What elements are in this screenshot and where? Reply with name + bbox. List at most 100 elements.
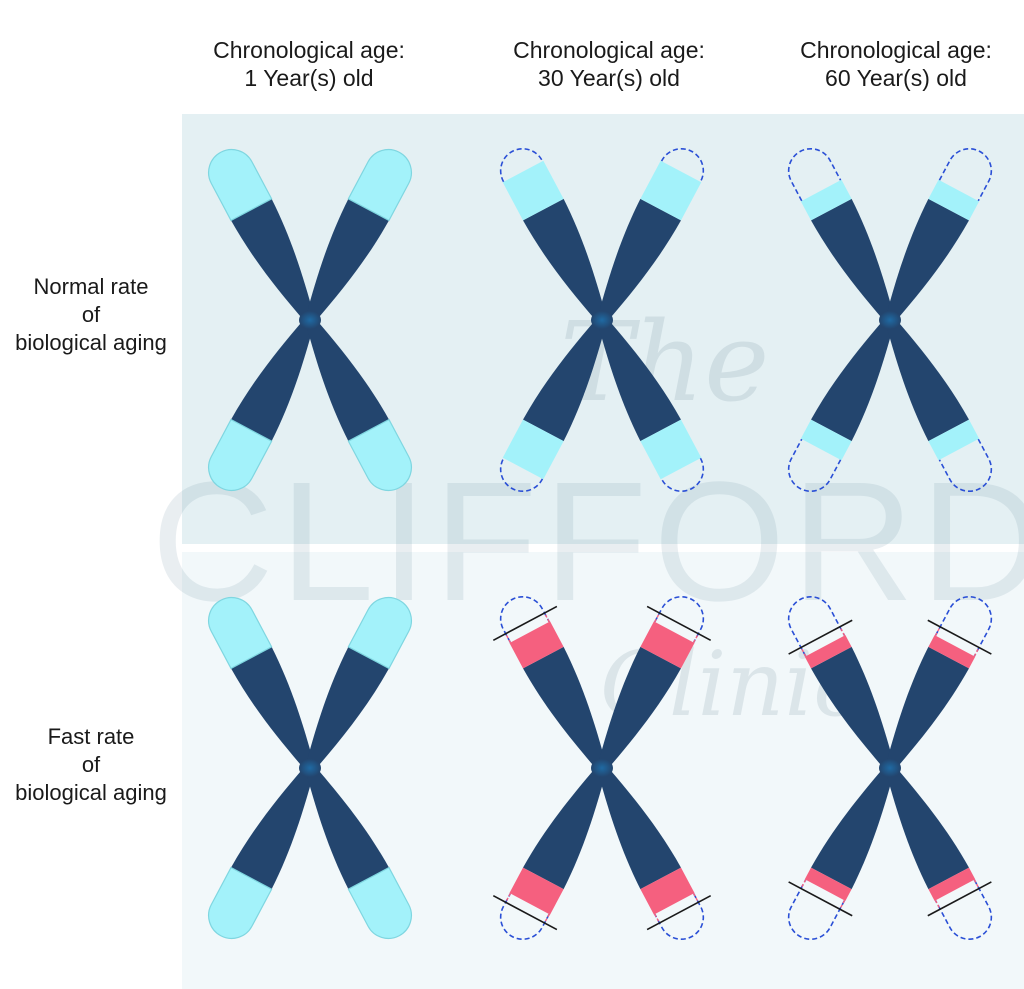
chromosome-normal-1-arm-2 bbox=[306, 149, 412, 320]
chromosome-fast-3-arm-4-body bbox=[886, 768, 969, 890]
chromosome-normal-2-centromere bbox=[591, 311, 613, 329]
chromosome-normal-1-arm-4 bbox=[306, 320, 412, 491]
chromosome-fast-2-arm-4 bbox=[598, 768, 712, 941]
watermark: The CLIFFORD Clinic bbox=[151, 298, 1024, 737]
chromosome-normal-3-arm-3 bbox=[787, 320, 894, 493]
row-label-fast: Fast rate of biological aging bbox=[0, 723, 182, 807]
chromosome-normal-3-arm-2 bbox=[886, 147, 993, 320]
column-header-3-line2: 60 Year(s) old bbox=[825, 65, 967, 91]
chromosome-normal-3-arm-2-telomere bbox=[928, 179, 980, 221]
chromosome-normal-1-centromere bbox=[299, 311, 321, 329]
chromosome-fast-2-arm-4-body bbox=[598, 768, 681, 890]
chromosome-fast-1-arm-1-telomere bbox=[208, 597, 273, 670]
column-header-1-line2: 1 Year(s) old bbox=[244, 65, 374, 91]
chromosome-fast-3-arm-1-cut-edge-bottom bbox=[839, 626, 846, 636]
chromosome-fast-2-arm-2-cut-edge-top bbox=[654, 612, 661, 623]
chromosome-fast-3-arm-4-cut-line bbox=[927, 881, 992, 917]
chromosome-normal-3-arm-1-lost-telomere-outline bbox=[787, 147, 842, 202]
chromosome-fast-2-arm-3-cut-edge-bottom bbox=[505, 893, 511, 903]
chromosome-normal-2-arm-1-body bbox=[523, 198, 606, 320]
row-label-fast-line2: of bbox=[81, 752, 101, 777]
chromosome-normal-1-arm-1 bbox=[208, 149, 314, 320]
chromosome-fast-1-arm-3-body bbox=[231, 768, 314, 890]
chromosome-fast-3-arm-4-lost-telomere-outline bbox=[934, 879, 993, 941]
chromosome-fast-3-arm-2-lost-telomere-outline bbox=[934, 595, 993, 657]
chromosome-normal-3-arm-3-telomere bbox=[800, 419, 852, 461]
row-label-normal-line2: of bbox=[81, 302, 101, 327]
chromosome-fast-3-arm-1 bbox=[787, 595, 894, 768]
chromosome-normal-3-arm-3-body bbox=[811, 320, 894, 442]
chromosome-fast-3-arm-4-telomere bbox=[928, 867, 976, 901]
chromosome-fast-3-arm-2-telomere bbox=[928, 635, 976, 669]
chromosome-fast-2-arm-3-telomere bbox=[509, 867, 564, 915]
chromosome-fast-3-arm-1-cut-line bbox=[788, 619, 853, 655]
chromosome-normal-3 bbox=[787, 147, 993, 493]
chromosome-normal-1-arm-1-body bbox=[231, 198, 314, 320]
chromosome-fast-1-arm-1 bbox=[208, 597, 314, 768]
chromosome-fast-3-arm-2-cut-edge-bottom bbox=[973, 647, 980, 657]
chromosome-normal-1-arm-2-body bbox=[306, 198, 389, 320]
chromosome-layer bbox=[208, 147, 993, 941]
chromosome-normal-3-arm-1 bbox=[787, 147, 894, 320]
chromosome-fast-2 bbox=[492, 595, 712, 941]
chromosome-fast-2-arm-2-cut-line bbox=[646, 605, 712, 641]
chromosome-fast-2-arm-4-cut-edge-top bbox=[693, 893, 699, 903]
chromosome-fast-2-arm-2-cut-edge-bottom bbox=[693, 633, 699, 643]
chromosome-normal-2-arm-4-body bbox=[598, 320, 681, 442]
chromosome-fast-3-arm-3-cut-line bbox=[788, 881, 853, 917]
chromosome-fast-3-arm-2-body bbox=[886, 646, 969, 768]
chromosome-fast-1-arm-3 bbox=[208, 768, 314, 939]
chromosome-fast-2-centromere bbox=[591, 759, 613, 777]
chromosome-normal-1-arm-3 bbox=[208, 320, 314, 491]
chromosome-fast-2-arm-2-body bbox=[598, 646, 681, 768]
chromosome-fast-1-arm-4 bbox=[306, 768, 412, 939]
chromosome-fast-2-arm-2-lost-telomere-outline bbox=[654, 595, 705, 643]
chromosome-fast-2-arm-1-lost-telomere-outline bbox=[499, 595, 550, 643]
chromosome-fast-2-arm-3 bbox=[492, 768, 606, 941]
chromosome-fast-3-arm-3-cut-edge-bottom bbox=[800, 879, 807, 889]
column-header-1-line1: Chronological age: bbox=[213, 37, 405, 63]
chromosome-normal-2-arm-3-telomere bbox=[502, 419, 564, 480]
chromosome-normal-2-arm-2-body bbox=[598, 198, 681, 320]
chromosome-fast-2-arm-4-telomere bbox=[640, 867, 695, 915]
row-label-fast-line3: biological aging bbox=[15, 780, 167, 805]
chromosome-fast-2-arm-1-cut-edge-top bbox=[505, 633, 511, 643]
chromosome-normal-2-arm-2-lost-telomere-outline bbox=[660, 147, 705, 183]
chromosome-normal-1-arm-1-telomere bbox=[208, 149, 273, 222]
chromosome-normal-1-arm-3-telomere bbox=[208, 418, 273, 491]
chromosome-fast-2-arm-4-cut-line bbox=[646, 895, 712, 931]
chromosome-normal-2 bbox=[499, 147, 705, 493]
column-header-2-line2: 30 Year(s) old bbox=[538, 65, 680, 91]
chromosome-fast-1-arm-2-body bbox=[306, 646, 389, 768]
chromosome-fast-3-arm-1-lost-telomere-outline bbox=[787, 595, 846, 657]
chromosome-fast-2-arm-1-cut-line bbox=[492, 605, 558, 641]
chromosome-normal-2-arm-3-lost-telomere-outline bbox=[499, 457, 544, 493]
column-header-3-line1: Chronological age: bbox=[800, 37, 992, 63]
watermark-main: CLIFFORD bbox=[151, 447, 1024, 637]
chromosome-fast-3-arm-3-lost-telomere-outline bbox=[787, 879, 846, 941]
chromosome-normal-2-arm-1-lost-telomere-outline bbox=[499, 147, 544, 183]
chromosome-fast-2-arm-3-cut-line bbox=[492, 895, 558, 931]
chromosome-normal-3-arm-1-telomere bbox=[800, 179, 852, 221]
chromosome-fast-3-centromere bbox=[879, 759, 901, 777]
chromosome-fast-1-arm-2-telomere bbox=[347, 597, 412, 670]
chromosome-normal-3-arm-2-body bbox=[886, 198, 969, 320]
column-header-2: Chronological age: 30 Year(s) old bbox=[479, 36, 739, 92]
row-label-normal-line3: biological aging bbox=[15, 330, 167, 355]
chromosome-fast-2-arm-1 bbox=[492, 595, 606, 768]
chromosome-fast-2-arm-4-lost-telomere-outline bbox=[654, 893, 705, 941]
chromosome-normal-1-arm-4-body bbox=[306, 320, 389, 442]
row-label-fast-line1: Fast rate bbox=[47, 724, 135, 749]
chromosome-fast-2-arm-3-body bbox=[523, 768, 606, 890]
chromosome-normal-3-centromere bbox=[879, 311, 901, 329]
chromosome-fast-3-arm-1-cut-edge-top bbox=[800, 647, 807, 657]
chromosome-normal-3-arm-3-lost-telomere-outline bbox=[787, 438, 842, 493]
row-label-normal-line1: Normal rate bbox=[33, 274, 149, 299]
chromosome-normal-1-arm-3-body bbox=[231, 320, 314, 442]
chromosome-fast-3-arm-2-cut-edge-top bbox=[934, 626, 941, 636]
chromosome-fast-1-centromere bbox=[299, 759, 321, 777]
row-label-normal: Normal rate of biological aging bbox=[0, 273, 182, 357]
chromosome-normal-1 bbox=[208, 149, 412, 491]
chromosome-fast-3-arm-3 bbox=[787, 768, 894, 941]
chromosome-normal-3-arm-1-body bbox=[811, 198, 894, 320]
